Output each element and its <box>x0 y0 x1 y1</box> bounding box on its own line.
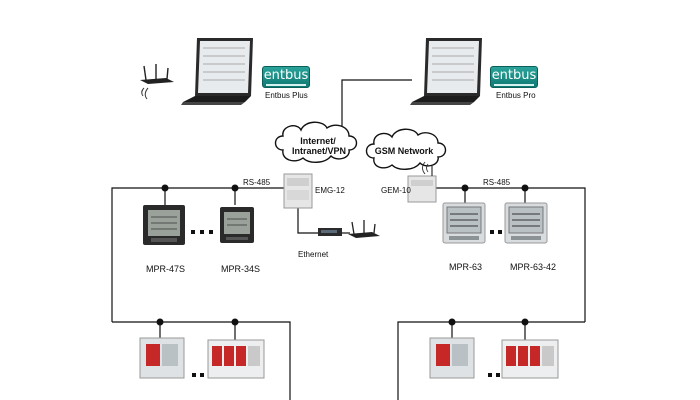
rs485-bus-left <box>111 187 295 322</box>
panel-meter-lower-right-1 <box>429 337 475 379</box>
mpr-47s-label: MPR-47S <box>146 264 186 274</box>
panel-meter-lower-left-1 <box>139 337 185 379</box>
panel-meter-lower-left-2 <box>207 339 265 379</box>
laptop-left <box>181 38 253 105</box>
mpr-63-42-device <box>504 202 548 244</box>
mpr-34s-device <box>220 207 254 243</box>
mpr-47s-device <box>143 205 185 245</box>
gsm-cloud <box>365 128 447 170</box>
entbus-pro-caption: Entbus Pro <box>496 91 536 100</box>
mpr-63-42-label: MPR-63-42 <box>510 262 557 272</box>
laptop-right <box>410 38 482 105</box>
entbus-pro-brand: entbus <box>491 68 537 83</box>
ethernet-label: Ethernet <box>298 250 329 259</box>
mpr-63-label: MPR-63 <box>449 262 483 272</box>
internet-label-line1: Internet/ <box>300 136 336 146</box>
emg-12-device <box>283 173 313 209</box>
internet-label-line2: Intranet/VPN <box>292 146 347 156</box>
ethernet-switch <box>318 228 342 236</box>
gem-10-label: GEM-10 <box>381 186 411 195</box>
gem-10-device <box>407 161 437 203</box>
ellipsis-dots <box>191 230 502 377</box>
lower-bus-left <box>112 321 291 400</box>
internet-cloud <box>274 121 358 163</box>
router-left <box>140 64 174 100</box>
router-ethernet <box>348 220 380 238</box>
internet-label: Internet/ Intranet/VPN <box>292 136 347 156</box>
rs485-bus-right <box>412 187 586 322</box>
emg-12-label: EMG-12 <box>315 186 345 195</box>
entbus-plus-caption: Entbus Plus <box>265 91 308 100</box>
ethernet-line <box>297 208 318 234</box>
mpr-34s-label: MPR-34S <box>221 264 261 274</box>
entbus-plus-logo: entbus <box>262 66 310 88</box>
bus-junction-dots <box>156 184 529 326</box>
gsm-label: GSM Network <box>374 146 434 156</box>
internet-link <box>341 79 412 130</box>
panel-meter-lower-right-2 <box>501 339 559 379</box>
entbus-pro-logo: entbus <box>490 66 538 88</box>
rs485-label-right: RS-485 <box>483 178 511 187</box>
rs485-label-left: RS-485 <box>243 178 271 187</box>
mpr-63-device <box>442 202 486 244</box>
entbus-plus-brand: entbus <box>263 68 309 83</box>
